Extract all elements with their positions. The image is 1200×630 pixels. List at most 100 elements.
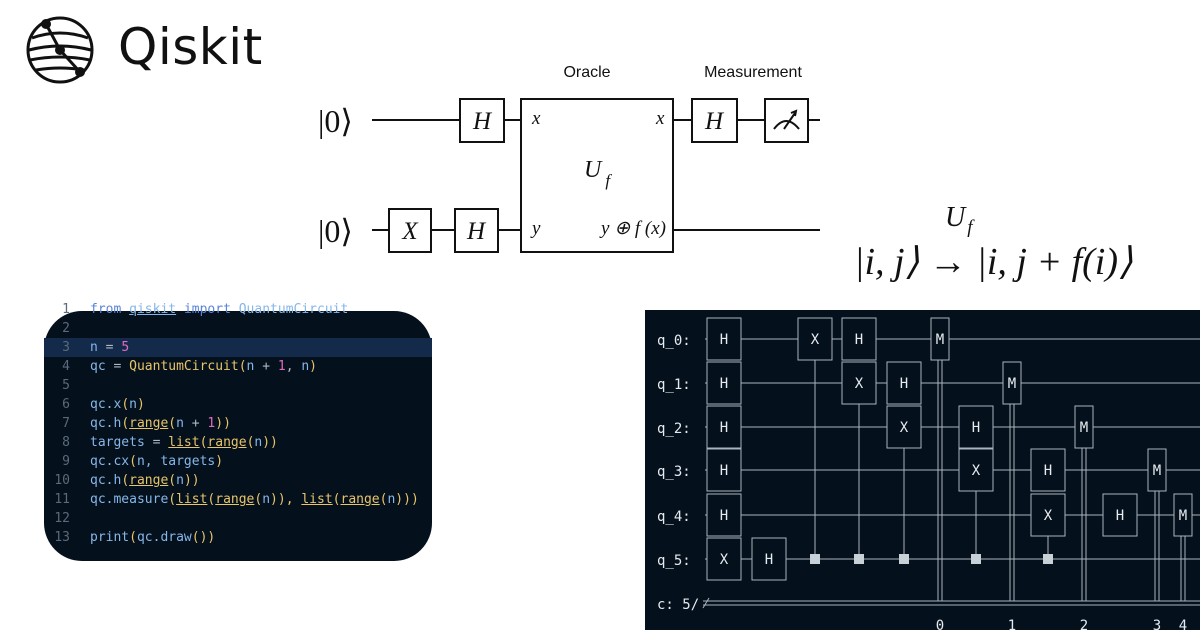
x-gate <box>886 405 922 449</box>
qubit-label: q_4: <box>657 509 691 525</box>
ket-top: |0⟩ <box>318 103 353 139</box>
x-gate-label: X <box>811 332 820 348</box>
h-gate <box>1102 493 1138 537</box>
h-gate-label: H <box>720 420 728 436</box>
line-number: 5 <box>62 378 70 393</box>
qubit-label: q_3: <box>657 464 691 480</box>
measurement-label: Measurement <box>704 64 802 81</box>
qubit-label: q_2: <box>657 421 691 437</box>
h-gate-top <box>459 98 505 143</box>
h-gate-bottom <box>454 208 499 253</box>
measure-gate <box>1147 448 1167 492</box>
measure-gate <box>1074 405 1094 449</box>
measure-gate <box>1002 361 1022 405</box>
control-dot <box>971 554 981 564</box>
qubit-label: q_1: <box>657 377 691 393</box>
h-gate-label: H <box>1044 463 1052 479</box>
h-gate <box>841 317 877 361</box>
h-gate-bottom-label: H <box>466 218 487 245</box>
x-gate <box>797 317 833 361</box>
h-gate-label: H <box>900 376 908 392</box>
x-gate-label: X <box>720 552 729 568</box>
line-number: 10 <box>54 473 70 488</box>
control-dot <box>1043 554 1053 564</box>
x-gate-label: X <box>1044 508 1053 524</box>
h-gate-label: H <box>720 508 728 524</box>
oracle-input-y: y <box>530 218 541 239</box>
h-gate-label: H <box>720 463 728 479</box>
line-number: 13 <box>54 530 70 545</box>
meter-icon <box>773 120 800 130</box>
line-number: 12 <box>54 511 70 526</box>
x-gate-label: X <box>972 463 981 479</box>
h-gate <box>751 537 787 581</box>
classical-bit-label: 4 <box>1179 618 1187 630</box>
code-text: targets = list(range(n)) <box>90 435 278 450</box>
oracle-input-x: x <box>531 108 541 129</box>
code-line[interactable]: 12 <box>44 509 432 528</box>
brand-name: Qiskit <box>118 18 263 76</box>
control-dot <box>854 554 864 564</box>
classical-bit-label: 0 <box>936 618 944 630</box>
code-text: qc.cx(n, targets) <box>90 454 224 469</box>
code-text: qc.measure(list(range(n)), list(range(n)… <box>90 492 419 507</box>
line-number: 6 <box>62 397 70 412</box>
h-gate <box>706 405 742 449</box>
code-text: qc.x(n) <box>90 397 145 412</box>
h-gate <box>706 493 742 537</box>
bus-slash <box>702 597 710 609</box>
code-text: qc.h(range(n + 1)) <box>90 416 231 431</box>
h-gate-label: H <box>720 376 728 392</box>
oracle-output-x: x <box>655 108 665 129</box>
x-gate <box>958 448 994 492</box>
h-gate <box>1030 448 1066 492</box>
code-line[interactable]: 8 targets = list(range(n)) <box>44 433 432 452</box>
h-gate-top-label: H <box>472 108 493 135</box>
code-text: qc = QuantumCircuit(n + 1, n) <box>90 359 317 374</box>
h-gate-measure <box>691 98 738 143</box>
h-gate <box>886 361 922 405</box>
h-gate-label: H <box>1116 508 1124 524</box>
h-gate-measure-label: H <box>704 108 725 135</box>
line-number: 4 <box>62 359 70 374</box>
measure-gate-label: M <box>1080 420 1088 436</box>
h-gate <box>706 448 742 492</box>
code-line[interactable]: 4 qc = QuantumCircuit(n + 1, n) <box>44 357 432 376</box>
code-line[interactable]: 6 qc.x(n) <box>44 395 432 414</box>
measure-gate <box>1173 493 1193 537</box>
h-gate <box>706 361 742 405</box>
x-gate-bottom-label: X <box>401 218 419 245</box>
h-gate <box>958 405 994 449</box>
control-dot <box>810 554 820 564</box>
x-gate-bottom <box>388 208 432 253</box>
x-gate-label: X <box>855 376 864 392</box>
x-gate <box>841 361 877 405</box>
formula-expression: |i, j⟩ → |i, j + f(i)⟩ <box>854 241 1133 283</box>
h-gate-label: H <box>720 332 728 348</box>
code-line[interactable]: 2 <box>44 319 432 338</box>
classical-bit-label: 2 <box>1080 618 1088 630</box>
ket-bottom: |0⟩ <box>318 213 353 249</box>
qubit-label: q_0: <box>657 333 691 349</box>
code-text: from qiskit import QuantumCircuit <box>90 302 349 317</box>
code-line[interactable]: 5 <box>44 376 432 395</box>
h-gate-label: H <box>972 420 980 436</box>
measure-gate <box>930 317 950 361</box>
oracle-label: Oracle <box>563 64 610 81</box>
code-text: n = 5 <box>90 340 130 355</box>
qiskit-logo-icon <box>26 16 94 84</box>
line-number: 8 <box>62 435 70 450</box>
